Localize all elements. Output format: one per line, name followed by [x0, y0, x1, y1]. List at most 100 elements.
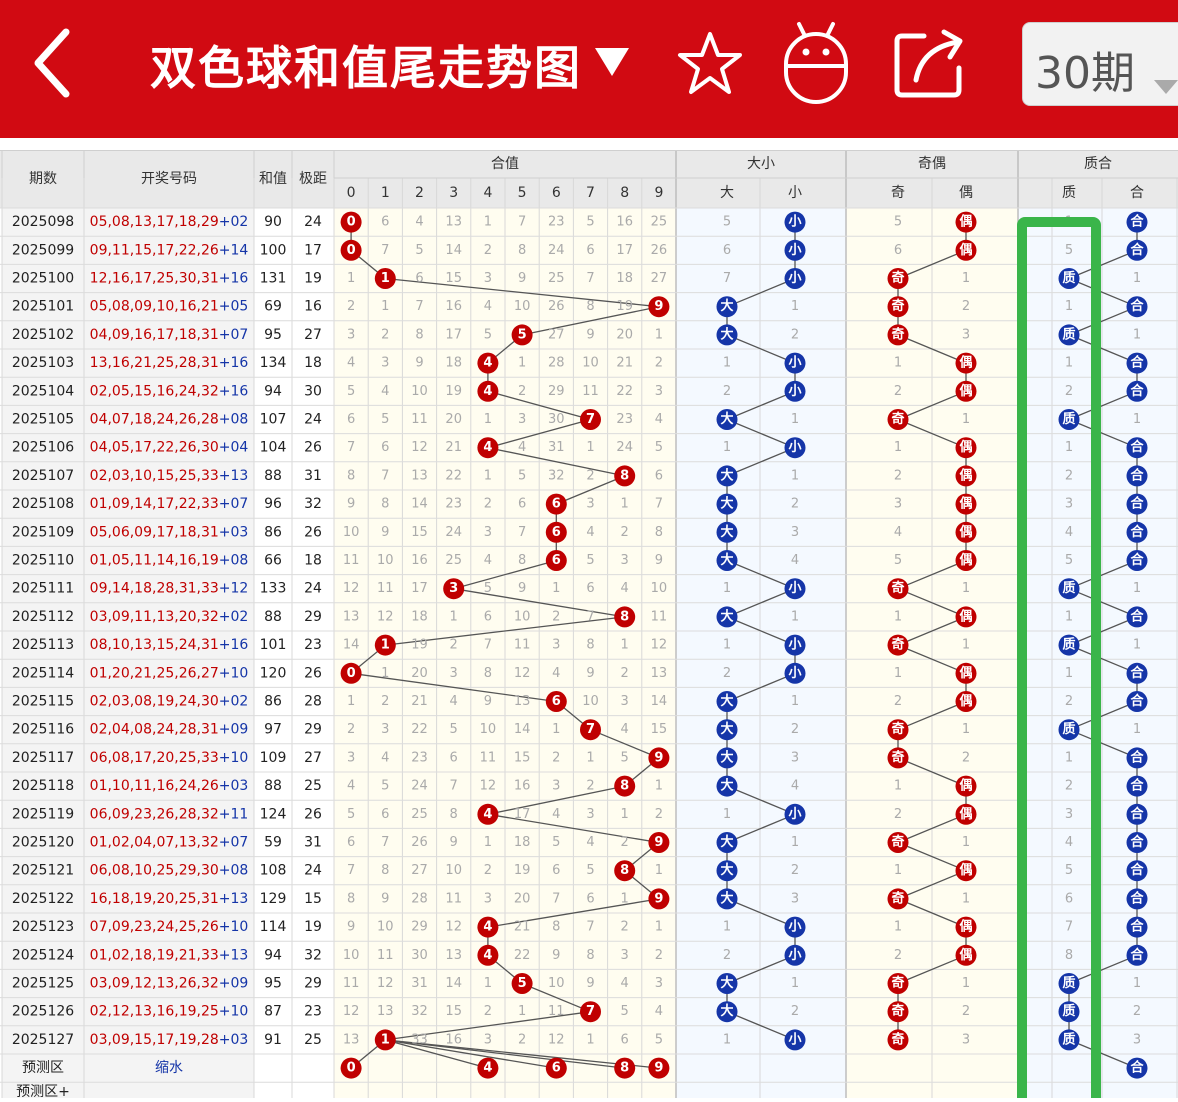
row-bg	[2, 208, 254, 237]
miss-cell: 12	[343, 581, 360, 596]
hezhi-ball-label: 1	[381, 271, 390, 286]
zhihe-ball-label: 质	[1062, 975, 1075, 991]
miss-cell: 6	[347, 835, 355, 850]
jiou-ball-label: 偶	[959, 439, 972, 455]
hezhi-ball-label: 0	[347, 243, 356, 258]
jiou-ball-label: 奇	[891, 975, 904, 991]
issue-cell: 2025107	[12, 468, 74, 484]
chevron-down-icon[interactable]	[592, 42, 632, 82]
issue-cell: 2025099	[12, 242, 74, 258]
miss-cell: 5	[621, 750, 629, 765]
jiou-ball-label: 偶	[959, 383, 972, 399]
blue-number: +02	[219, 694, 249, 710]
miss-cell: 6	[347, 412, 355, 427]
miss-cell: 2	[484, 243, 492, 258]
miss-cell: 3	[381, 722, 389, 737]
miss-cell: 16	[514, 779, 531, 794]
miss-cell: 3	[962, 327, 970, 342]
miss-cell: 1	[962, 722, 970, 737]
hezhi-ball-circle	[443, 578, 465, 600]
miss-cell: 4	[655, 1004, 663, 1019]
trend-line	[487, 447, 625, 477]
jiou-ball: 奇	[887, 578, 909, 600]
daxiao-ball: 大	[716, 550, 738, 571]
row-bg	[2, 461, 254, 490]
miss-cell: 1	[1065, 440, 1073, 455]
miss-cell: 7	[586, 271, 594, 286]
hezhi-ball-circle	[374, 634, 396, 656]
row-bg	[254, 264, 334, 293]
miss-cell: 10	[514, 609, 531, 624]
jiou-ball-circle	[887, 409, 909, 430]
miss-cell: 21	[445, 440, 462, 455]
shrink-link[interactable]: 缩水	[155, 1060, 183, 1076]
row-bg	[2, 1054, 254, 1083]
predict-ball-label: 6	[552, 1061, 561, 1076]
daxiao-ball-circle	[784, 944, 806, 966]
miss-cell: 20	[445, 412, 462, 427]
miss-cell: 9	[518, 271, 526, 286]
miss-cell: 4	[415, 215, 423, 230]
predict-ball[interactable]: 6	[545, 1057, 567, 1079]
predict-ball-label: 4	[483, 1061, 492, 1076]
trend-line	[726, 418, 796, 449]
miss-cell: 7	[347, 440, 355, 455]
numbers-cell: 01,20,21,25,26,27+10	[90, 665, 249, 681]
trend-line	[897, 588, 967, 618]
digit-header: 6	[552, 185, 561, 201]
miss-cell: 1	[1133, 638, 1141, 653]
trend-line	[1068, 306, 1138, 336]
zhihe-ball-label: 合	[1130, 862, 1144, 878]
miss-cell: 5	[484, 581, 492, 596]
col-header-span: 极距	[299, 171, 327, 187]
hezhi-ball-circle	[545, 493, 567, 515]
zhihe-ball-label: 合	[1130, 552, 1144, 568]
hezhi-ball-circle	[374, 268, 396, 289]
row-bg	[2, 828, 254, 857]
period-select[interactable]: 30期	[1022, 22, 1178, 106]
predict-ball[interactable]: 8	[614, 1057, 636, 1079]
star-icon[interactable]	[676, 30, 744, 98]
miss-cell: 10	[343, 948, 360, 963]
miss-cell: 1	[1133, 327, 1141, 342]
daxiao-ball: 大	[716, 324, 738, 346]
miss-cell: 1	[484, 215, 492, 230]
daxiao-ball-label: 大	[720, 552, 733, 568]
robot-icon[interactable]	[781, 20, 851, 106]
predict-label: 预测区	[22, 1060, 64, 1076]
miss-cell: 2	[484, 863, 492, 878]
hezhi-ball-label: 8	[620, 863, 629, 878]
sum-cell: 108	[260, 863, 287, 879]
jiou-ball: 偶	[955, 606, 977, 628]
daxiao-ball: 小	[784, 634, 806, 656]
share-icon[interactable]	[892, 26, 968, 100]
red-numbers: 04,05,17,22,26,30	[90, 440, 219, 456]
zhihe-ball-circle	[1126, 747, 1148, 769]
predict-he-ball[interactable]: 合	[1126, 1057, 1148, 1079]
sum-cell: 91	[264, 1032, 282, 1048]
hezhi-ball: 4	[477, 803, 499, 825]
miss-cell: 2	[894, 384, 902, 399]
miss-cell: 2	[518, 384, 526, 399]
daxiao-ball-circle	[784, 211, 806, 233]
miss-cell: 13	[651, 666, 668, 681]
miss-cell: 3	[484, 525, 492, 540]
miss-cell: 13	[411, 468, 428, 483]
predict-ball[interactable]: 9	[648, 1057, 670, 1079]
numbers-cell: 02,05,15,16,24,32+16	[90, 383, 249, 399]
miss-cell: 1	[962, 271, 970, 286]
miss-cell: 1	[791, 694, 799, 709]
predict-ball[interactable]: 4	[477, 1057, 499, 1079]
trend-line	[1068, 418, 1138, 449]
miss-cell: 3	[621, 553, 629, 568]
miss-cell: 13	[343, 1032, 360, 1047]
issue-cell: 2025115	[12, 694, 74, 710]
miss-cell: 11	[377, 948, 394, 963]
hezhi-ball-label: 6	[552, 525, 561, 540]
row-bg	[254, 884, 334, 913]
miss-cell: 18	[445, 356, 462, 371]
miss-cell: 1	[962, 638, 970, 653]
digit-header: 0	[347, 185, 356, 201]
chevron-left-icon[interactable]	[28, 26, 76, 100]
predict-ball[interactable]: 0	[340, 1057, 362, 1079]
